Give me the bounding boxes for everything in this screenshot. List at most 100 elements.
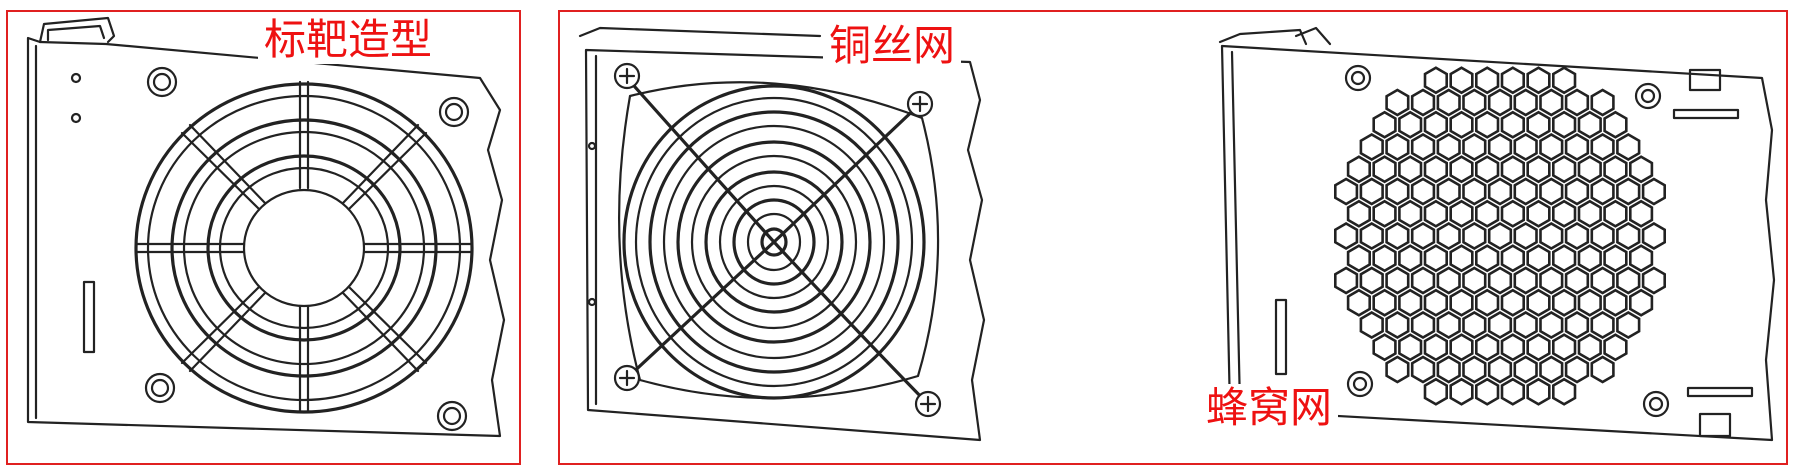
honeycomb-cell — [1346, 288, 1371, 317]
honeycomb-cell — [1577, 199, 1602, 228]
panel-label-honeycomb: 蜂窝网 — [1200, 384, 1339, 432]
honeycomb-cell — [1552, 333, 1577, 362]
honeycomb-cell — [1372, 199, 1397, 228]
honeycomb-cell — [1603, 155, 1628, 184]
honeycomb-cell — [1539, 177, 1564, 206]
honeycomb-cell — [1359, 132, 1384, 161]
honeycomb-cell — [1641, 266, 1666, 295]
honeycomb-cell — [1423, 66, 1448, 95]
honeycomb-cell — [1552, 377, 1577, 406]
honeycomb-cell — [1462, 221, 1487, 250]
honeycomb-mesh-icon — [1218, 26, 1776, 442]
honeycomb-cell — [1526, 333, 1551, 362]
honeycomb-cell — [1449, 199, 1474, 228]
honeycomb-cell — [1410, 88, 1436, 117]
honeycomb-cell — [1487, 355, 1513, 384]
honeycomb-cell — [1552, 66, 1577, 95]
honeycomb-cell — [1500, 244, 1525, 273]
honeycomb-cell — [1487, 221, 1513, 250]
honeycomb-cell — [1513, 177, 1538, 206]
honeycomb-cell — [1616, 177, 1641, 206]
honeycomb-cell — [1359, 221, 1384, 250]
honeycomb-cell — [1385, 266, 1410, 295]
honeycomb-cell — [1629, 199, 1654, 228]
honeycomb-cell — [1603, 199, 1628, 228]
honeycomb-cell — [1552, 244, 1577, 273]
honeycomb-cell — [1487, 132, 1513, 161]
honeycomb-cell — [1475, 288, 1500, 317]
target-grille-icon — [26, 16, 506, 438]
honeycomb-cell — [1410, 266, 1436, 295]
honeycomb-cell — [1513, 132, 1538, 161]
honeycomb-cell — [1475, 66, 1500, 95]
honeycomb-cell — [1359, 310, 1384, 339]
honeycomb-cell — [1500, 377, 1525, 406]
honeycomb-cell — [1423, 377, 1448, 406]
honeycomb-cell — [1398, 288, 1423, 317]
honeycomb-cell — [1436, 177, 1461, 206]
honeycomb-cell — [1552, 288, 1577, 317]
honeycomb-cell — [1564, 177, 1590, 206]
honeycomb-cell — [1398, 199, 1423, 228]
honeycomb-cell — [1462, 88, 1487, 117]
honeycomb-cell — [1385, 355, 1410, 384]
honeycomb-cell — [1436, 355, 1461, 384]
honeycomb-cell — [1436, 266, 1461, 295]
panel-label-target: 标靶造型 — [258, 16, 439, 64]
honeycomb-cell — [1359, 266, 1384, 295]
honeycomb-cell — [1449, 333, 1474, 362]
honeycomb-cell — [1526, 110, 1551, 139]
honeycomb-cell — [1641, 177, 1666, 206]
honeycomb-cell — [1410, 310, 1436, 339]
honeycomb-cell — [1436, 88, 1461, 117]
honeycomb-cell — [1539, 221, 1564, 250]
honeycomb-cell — [1475, 155, 1500, 184]
honeycomb-cell — [1590, 132, 1615, 161]
honeycomb-cell — [1526, 66, 1551, 95]
honeycomb-cell — [1487, 88, 1513, 117]
panel-label-wire: 铜丝网 — [823, 22, 962, 70]
honeycomb-cell — [1500, 155, 1525, 184]
honeycomb-cell — [1410, 221, 1436, 250]
honeycomb-cell — [1552, 199, 1577, 228]
honeycomb-cell — [1385, 310, 1410, 339]
honeycomb-cell — [1513, 355, 1538, 384]
honeycomb-cell — [1513, 221, 1538, 250]
honeycomb-cell — [1410, 355, 1436, 384]
honeycomb-cell — [1590, 266, 1615, 295]
honeycomb-cell — [1334, 177, 1359, 206]
honeycomb-cell — [1590, 221, 1615, 250]
honeycomb-cell — [1449, 66, 1474, 95]
honeycomb-cell — [1398, 110, 1423, 139]
honeycomb-cell — [1398, 333, 1423, 362]
honeycomb-cell — [1423, 244, 1448, 273]
honeycomb-cell — [1500, 333, 1525, 362]
honeycomb-cell — [1423, 199, 1448, 228]
honeycomb-cell — [1372, 333, 1397, 362]
honeycomb-cell — [1449, 377, 1474, 406]
honeycomb-cell — [1487, 266, 1513, 295]
honeycomb-cell — [1462, 177, 1487, 206]
honeycomb-cell — [1564, 88, 1590, 117]
honeycomb-cell — [1577, 110, 1602, 139]
honeycomb-cell — [1449, 244, 1474, 273]
honeycomb-cell — [1513, 266, 1538, 295]
wire-guard-icon — [578, 26, 986, 442]
honeycomb-cell — [1462, 132, 1487, 161]
honeycomb-cell — [1372, 155, 1397, 184]
honeycomb-cell — [1436, 310, 1461, 339]
honeycomb-cell — [1539, 355, 1564, 384]
honeycomb-cell — [1577, 333, 1602, 362]
honeycomb-cell — [1398, 244, 1423, 273]
honeycomb-cell — [1526, 155, 1551, 184]
honeycomb-cell — [1526, 377, 1551, 406]
honeycomb-cell — [1500, 66, 1525, 95]
honeycomb-cell — [1590, 310, 1615, 339]
honeycomb-cell — [1629, 244, 1654, 273]
honeycomb-cell — [1616, 221, 1641, 250]
honeycomb-cell — [1372, 110, 1397, 139]
honeycomb-cell — [1385, 88, 1410, 117]
honeycomb-cell — [1475, 110, 1500, 139]
honeycomb-cell — [1500, 288, 1525, 317]
